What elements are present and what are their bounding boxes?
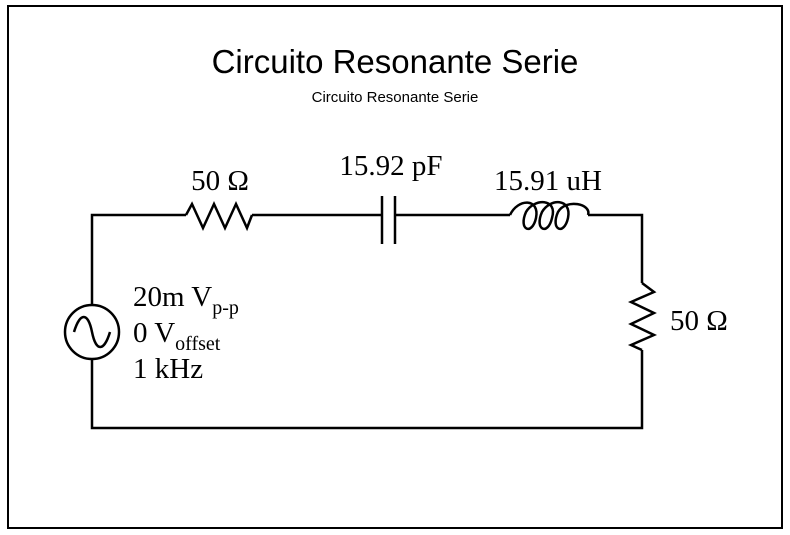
capacitor-label: 15.92 pF (339, 150, 442, 182)
capacitor-symbol (380, 196, 397, 244)
source-offset-subscript: offset (175, 333, 221, 355)
resistor-top-label: 50 Ω (191, 165, 249, 197)
circuit-wires (90, 213, 644, 430)
inductor-label: 15.91 uH (494, 165, 602, 197)
inductor-symbol (508, 201, 590, 231)
resistor-right-label: 50 Ω (670, 305, 728, 337)
source-offset-label: 0 Voffset (133, 317, 221, 355)
diagram-border (7, 5, 783, 529)
diagram-title: Circuito Resonante Serie (211, 43, 579, 80)
source-frequency-label: 1 kHz (133, 353, 203, 385)
ac-source-symbol (63, 303, 121, 361)
resistor-right-symbol (627, 282, 658, 352)
source-amplitude-label: 20m Vp-p (133, 281, 239, 319)
source-amplitude-subscript: p-p (212, 297, 239, 319)
diagram-subtitle: Circuito Resonante Serie (311, 89, 479, 106)
resistor-top-symbol (184, 200, 254, 232)
